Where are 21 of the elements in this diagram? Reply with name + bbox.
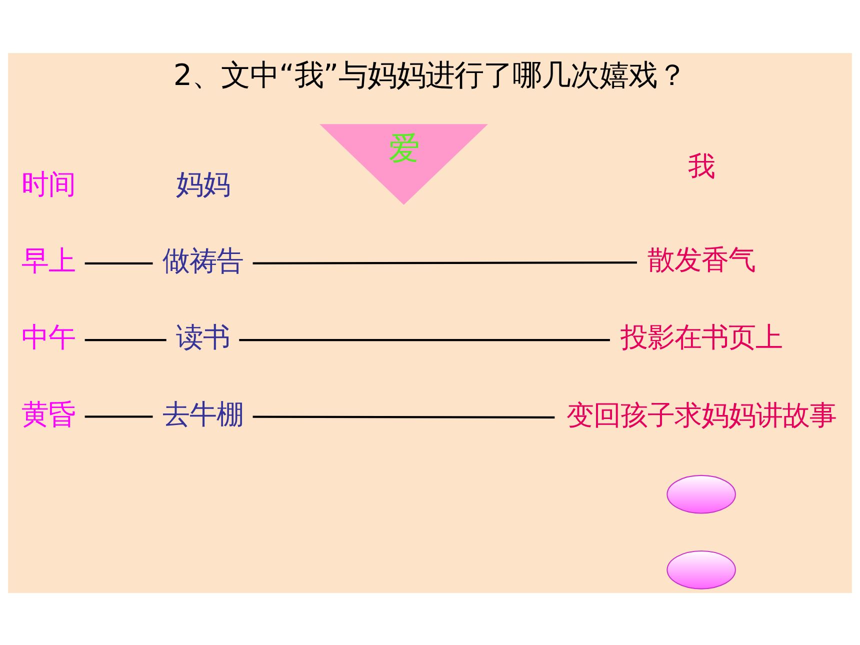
node-ellipse <box>666 550 736 589</box>
diagram-title: 2、文中“我”与妈妈进行了哪几次嬉戏？ <box>173 57 687 92</box>
label: 妈妈 <box>176 168 230 200</box>
node-text: 读书 <box>176 322 230 354</box>
node-text: 中午 <box>21 322 76 354</box>
label: 时间 <box>21 168 76 200</box>
connector <box>239 338 610 341</box>
connector <box>252 260 637 264</box>
connector <box>84 338 166 341</box>
node-text: 变回孩子求妈妈讲故事 <box>566 400 836 431</box>
connector <box>252 415 555 418</box>
node-text: 做祷告 <box>162 246 244 277</box>
connector <box>84 415 153 418</box>
label: 我 <box>688 151 715 182</box>
node-text: 散发香气 <box>647 244 756 276</box>
node-ellipse <box>666 474 736 514</box>
node-text: 投影在书页上 <box>620 322 782 354</box>
connector <box>84 262 153 264</box>
node-text: 黄昏 <box>21 398 76 430</box>
node-text: 去牛棚 <box>162 398 244 430</box>
node-text: 早上 <box>21 246 76 277</box>
